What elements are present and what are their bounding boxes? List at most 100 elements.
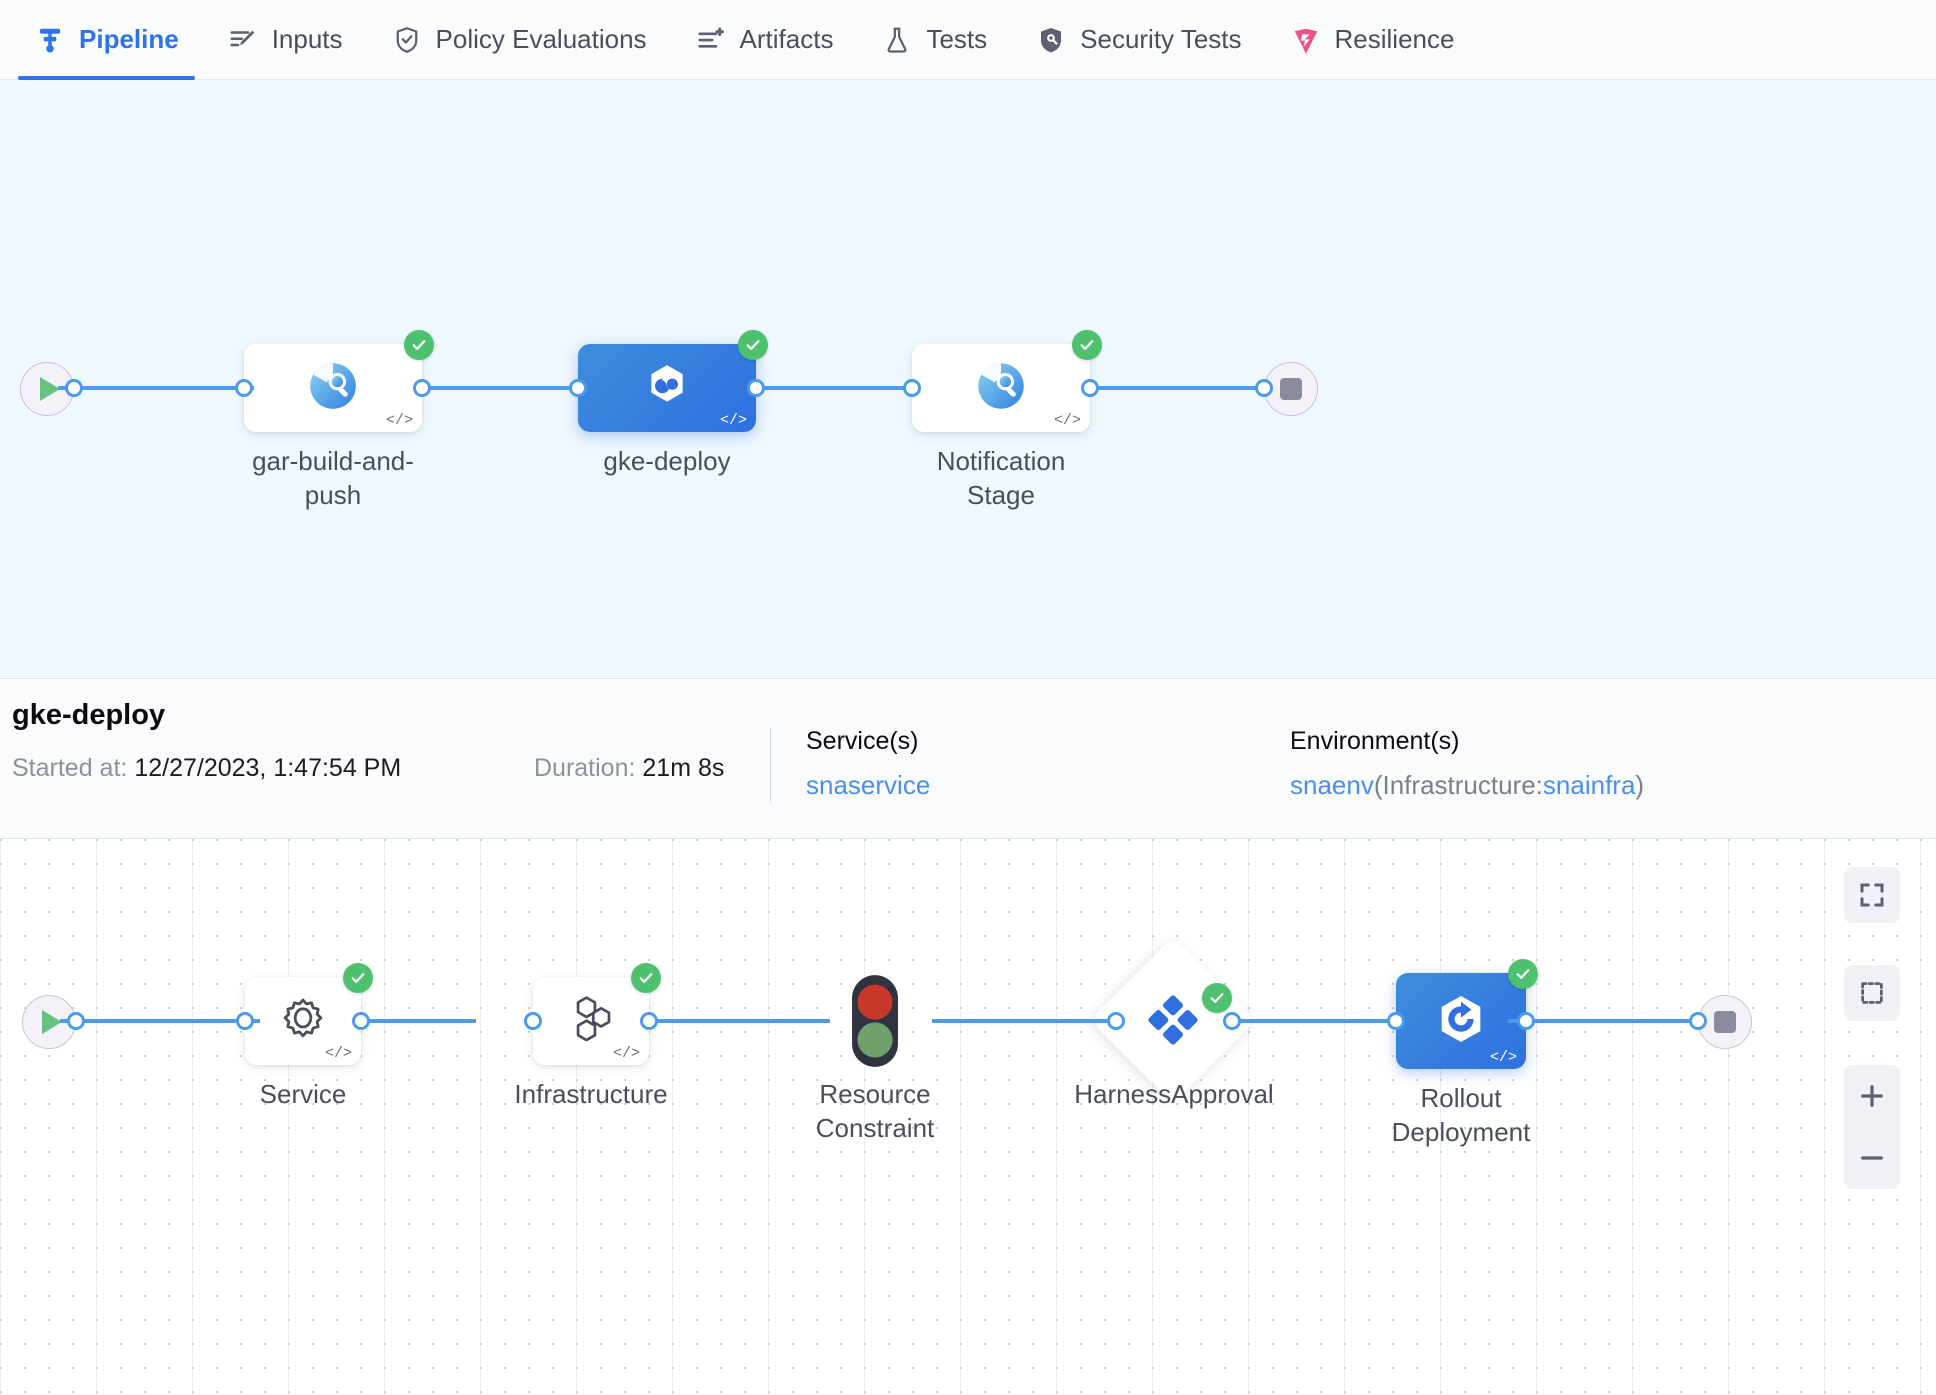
tab-inputs[interactable]: Inputs — [203, 0, 367, 80]
canvas-zoom-controls — [1844, 1065, 1900, 1189]
edge-rollout-to-end — [1508, 1019, 1706, 1023]
stage-card[interactable]: </> — [903, 330, 1102, 432]
yaml-code-icon[interactable]: </> — [324, 1045, 352, 1062]
fit-to-screen-button[interactable] — [1844, 867, 1900, 923]
port-out[interactable] — [747, 379, 765, 397]
status-badge-success — [404, 330, 434, 360]
step-node-label: HarnessApproval — [1074, 1079, 1274, 1109]
port-in[interactable] — [903, 379, 921, 397]
canvas-select-control — [1844, 965, 1900, 1021]
ci-build-icon — [307, 360, 359, 417]
yaml-code-icon[interactable]: </> — [719, 412, 747, 429]
env-name[interactable]: snaenv — [1290, 770, 1374, 800]
stage-node-gar-build-and-push[interactable]: </> gar-build-and-push — [235, 330, 434, 510]
port-out[interactable] — [1517, 1012, 1535, 1030]
tab-artifacts[interactable]: Artifacts — [671, 0, 858, 80]
step-node-label: Service — [259, 1079, 347, 1109]
stage-card[interactable]: </> — [235, 330, 434, 432]
stage-node-notification-stage[interactable]: </> Notification Stage — [903, 330, 1102, 510]
stage-graph-end-node[interactable] — [1255, 362, 1318, 416]
port-in[interactable] — [1107, 1012, 1125, 1030]
tab-label: Resilience — [1334, 24, 1455, 54]
canvas-fit-control — [1844, 867, 1900, 923]
stage-node-label: gar-build-and-push — [252, 446, 414, 511]
port-out[interactable] — [65, 379, 83, 397]
inputs-pencil-icon — [227, 24, 259, 56]
infra-name[interactable]: snainfra — [1542, 770, 1636, 800]
step-graph-end-node[interactable] — [1689, 995, 1752, 1049]
step-node-service[interactable]: </> Service — [236, 963, 373, 1109]
step-node-rollout-deployment[interactable]: </> Rollout Deployment — [1387, 959, 1538, 1147]
yaml-code-icon[interactable]: </> — [385, 412, 413, 429]
gear-icon — [277, 993, 329, 1050]
step-node-resource-constraint[interactable]: Resource Constraint — [816, 971, 934, 1143]
port-in[interactable] — [1255, 379, 1273, 397]
status-badge-success — [631, 963, 661, 993]
started-at: Started at: 12/27/2023, 1:47:54 PM — [12, 754, 401, 783]
started-at-label: Started at: — [12, 754, 128, 782]
step-graph-start-node[interactable] — [22, 995, 85, 1049]
tab-label: Policy Evaluations — [435, 24, 647, 54]
select-area-button[interactable] — [1844, 965, 1900, 1021]
yaml-code-icon[interactable]: </> — [612, 1045, 640, 1062]
approval-diamond[interactable] — [1089, 936, 1257, 1104]
port-in[interactable] — [1689, 1012, 1707, 1030]
tab-policy-evaluations[interactable]: Policy Evaluations — [367, 0, 671, 80]
zoom-in-button[interactable] — [1844, 1065, 1900, 1127]
environment-link[interactable]: snaenv(Infrastructure:snainfra) — [1290, 770, 1644, 801]
tab-security-tests[interactable]: Security Tests — [1011, 0, 1265, 80]
step-card[interactable]: </> — [524, 963, 661, 1065]
cd-deploy-icon — [642, 361, 692, 416]
tab-pipeline[interactable]: Pipeline — [10, 0, 203, 80]
tab-label: Inputs — [271, 24, 343, 54]
step-graph-canvas[interactable]: </> Service </> — [0, 839, 1936, 1395]
zoom-out-button[interactable] — [1844, 1127, 1900, 1189]
stage-node-gke-deploy[interactable]: </> gke-deploy — [569, 330, 768, 476]
yaml-code-icon[interactable]: </> — [1053, 412, 1081, 429]
port-out[interactable] — [640, 1012, 658, 1030]
port-out[interactable] — [67, 1012, 85, 1030]
stage-card[interactable]: </> — [569, 330, 768, 432]
stage-graph-canvas[interactable]: </> gar-build-and-push </> — [0, 80, 1936, 679]
step-card[interactable]: </> — [236, 963, 373, 1065]
port-out[interactable] — [1223, 1012, 1241, 1030]
env-infra-suffix: ) — [1635, 770, 1645, 800]
port-in[interactable] — [569, 379, 587, 397]
port-out[interactable] — [413, 379, 431, 397]
step-node-label: Infrastructure — [514, 1079, 668, 1109]
duration-value: 21m 8s — [642, 754, 725, 782]
environments-header: Environment(s) — [1290, 727, 1460, 755]
step-node-infrastructure[interactable]: </> Infrastructure — [514, 963, 668, 1109]
tab-tests[interactable]: Tests — [857, 0, 1011, 80]
service-link[interactable]: snaservice — [806, 770, 931, 800]
edge-approval-to-rollout — [1240, 1019, 1396, 1023]
port-in[interactable] — [1387, 1012, 1405, 1030]
port-in[interactable] — [236, 1012, 254, 1030]
env-infra-prefix: (Infrastructure: — [1373, 770, 1543, 800]
tab-resilience[interactable]: Resilience — [1266, 0, 1479, 80]
step-node-label: Rollout Deployment — [1391, 1083, 1531, 1148]
edge-infrastructure-to-resource-constraint — [644, 1019, 830, 1023]
port-in[interactable] — [235, 379, 253, 397]
port-out[interactable] — [352, 1012, 370, 1030]
edge-resource-constraint-to-approval — [932, 1019, 1112, 1023]
hexagons-icon — [564, 992, 618, 1051]
tab-label: Security Tests — [1080, 24, 1242, 54]
started-at-value: 12/27/2023, 1:47:54 PM — [134, 754, 402, 782]
step-node-harness-approval[interactable]: HarnessApproval — [1074, 936, 1274, 1109]
port-out[interactable] — [1081, 379, 1099, 397]
status-badge-success — [1072, 330, 1102, 360]
traffic-light-icon — [848, 971, 902, 1071]
services-column: Service(s) snaservice — [806, 727, 930, 801]
stage-title: gke-deploy — [12, 699, 166, 731]
services-header: Service(s) — [806, 727, 919, 755]
yaml-code-icon[interactable]: </> — [1489, 1049, 1517, 1066]
resilience-chaos-icon — [1290, 24, 1322, 56]
step-card[interactable]: </> — [1387, 959, 1538, 1069]
status-badge-success — [343, 963, 373, 993]
play-icon — [41, 1010, 62, 1034]
tab-label: Pipeline — [79, 24, 179, 54]
port-in[interactable] — [524, 1012, 542, 1030]
stage-graph-start-node[interactable] — [20, 362, 83, 416]
